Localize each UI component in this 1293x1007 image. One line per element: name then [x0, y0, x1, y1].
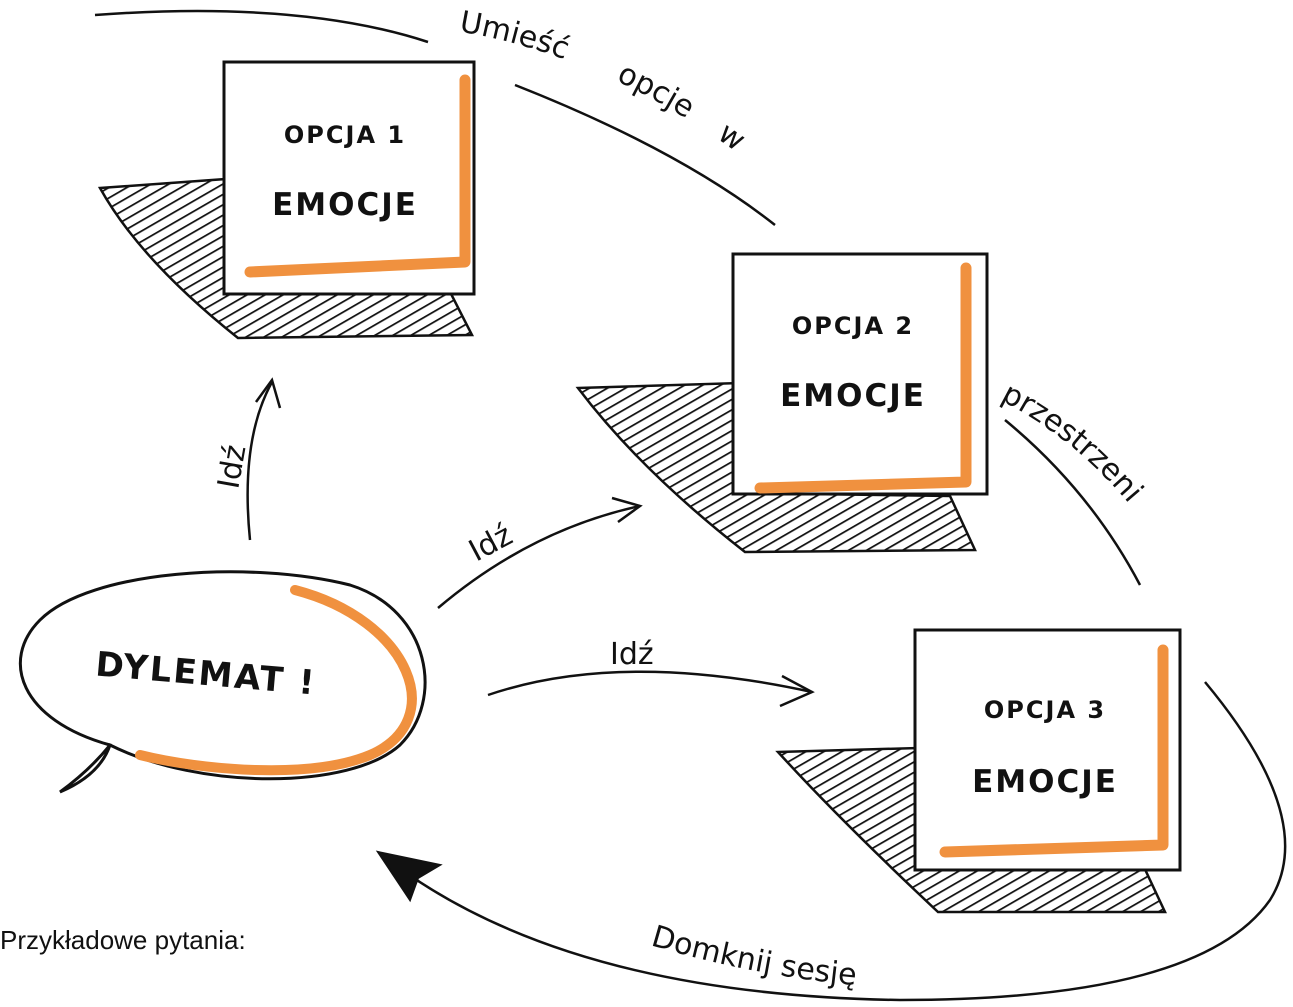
card-option-label: OPCJA 2 — [792, 312, 914, 340]
card-option-label: OPCJA 1 — [284, 121, 406, 149]
place-options-line — [514, 83, 776, 226]
arrow-to-option-3: Idź — [487, 637, 815, 708]
card-option-label: OPCJA 3 — [984, 696, 1106, 724]
arrow-to-option-2: Idź — [437, 496, 643, 609]
card-emotion-label: EMOCJE — [780, 378, 926, 414]
arrow-label: Idź — [463, 518, 518, 569]
card-accent — [939, 644, 1169, 858]
option-card-3: OPCJA 3 EMOCJE — [775, 628, 1182, 914]
arrow-label: Idź — [610, 637, 654, 672]
arrow-label: Idź — [211, 442, 253, 491]
card-emotion-label: EMOCJE — [272, 187, 418, 223]
example-questions-label: Przykładowe pytania: — [0, 925, 246, 955]
dilemma-bubble: DYLEMAT ! — [18, 570, 427, 794]
back-arrow-label: Domknij sesję — [648, 919, 859, 993]
bubble-outline — [18, 570, 427, 794]
arrow-back — [375, 681, 1287, 1002]
card-accent — [244, 74, 471, 278]
arrow-to-option-1: Idź — [211, 377, 282, 541]
place-options-text: Umieśćopcjew — [457, 5, 752, 159]
option-card-1: OPCJA 1 EMOCJE — [97, 60, 476, 340]
bubble-accent — [135, 585, 417, 776]
card-emotion-label: EMOCJE — [972, 764, 1118, 800]
space-text: przestrzeni — [996, 376, 1149, 509]
space-line — [1004, 419, 1142, 586]
card-shadow — [97, 176, 475, 340]
decor-line — [94, 9, 429, 44]
card-accent — [754, 262, 972, 494]
option-card-2: OPCJA 2 EMOCJE — [575, 252, 989, 554]
card-shadow — [575, 381, 977, 554]
